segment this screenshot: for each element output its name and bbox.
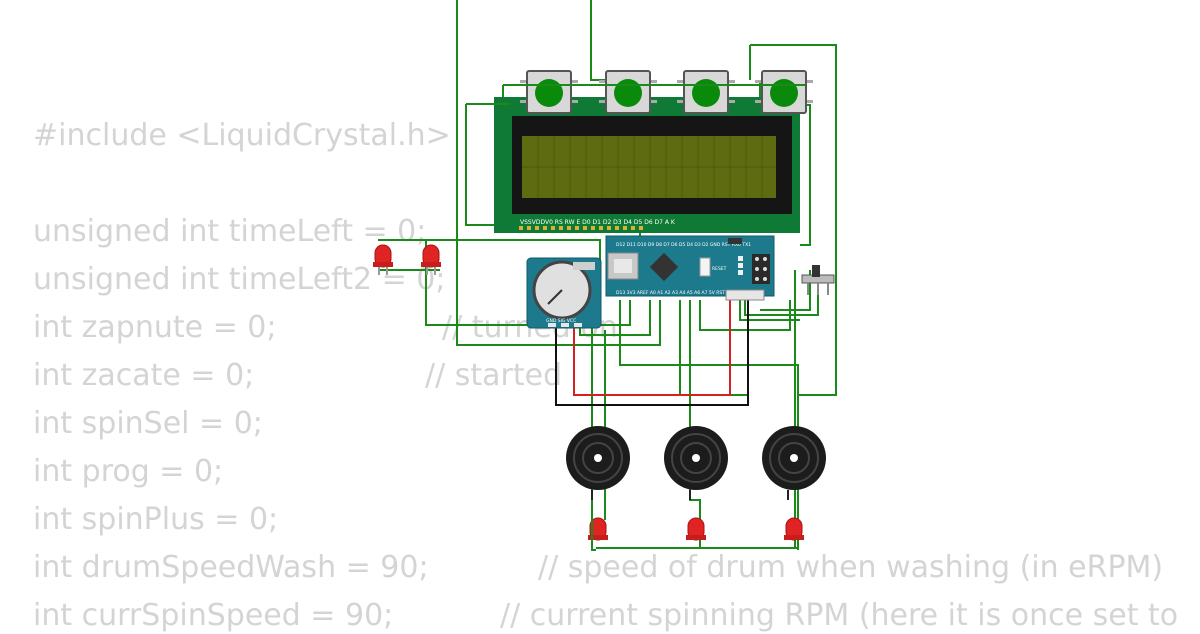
- code-line: int zacate = 0;: [33, 358, 255, 393]
- push-button-3[interactable]: [677, 70, 735, 114]
- code-line: unsigned int timeLeft2 = 0;: [33, 262, 446, 297]
- code-line: int prog = 0;: [33, 454, 224, 489]
- led-top-1: [373, 244, 393, 275]
- pot-pin-labels: GND SIG VCC: [546, 318, 576, 324]
- led-bottom-2: [686, 517, 706, 541]
- buzzer-3: [762, 426, 826, 500]
- nano-reset-label: RESET: [712, 266, 727, 272]
- arduino-nano: D12 D11 D10 D9 D8 D7 D6 D5 D4 D3 D2 GND …: [605, 235, 775, 301]
- nano-bottom-pin-labels: D13 3V3 AREF A0 A1 A2 A3 A4 A5 A6 A7 5V …: [616, 290, 746, 296]
- code-comment: // current spinning RPM (here it is once…: [500, 598, 1179, 633]
- wire-black: [555, 300, 749, 406]
- led-top-2: [421, 244, 441, 275]
- potentiometer[interactable]: GND SIG VCC: [526, 257, 602, 329]
- code-line: int drumSpeedWash = 90;: [33, 550, 429, 585]
- lcd-pin-labels: VSSVDDV0 RS RW E D0 D1 D2 D3 D4 D5 D6 D7…: [520, 219, 676, 226]
- led-bottom-1: [588, 517, 608, 541]
- code-line-include: #include <LiquidCrystal.h>: [33, 118, 451, 153]
- code-line: int spinPlus = 0;: [33, 502, 279, 537]
- push-button-2[interactable]: [599, 70, 657, 114]
- buzzer-1: [566, 426, 630, 500]
- slide-switch[interactable]: [801, 265, 835, 295]
- code-line: int zapnute = 0;: [33, 310, 277, 345]
- nano-top-pin-labels: D12 D11 D10 D9 D8 D7 D6 D5 D4 D3 D2 GND …: [616, 242, 751, 248]
- led-bottom-3: [784, 517, 804, 541]
- code-comment: // speed of drum when washing (in eRPM): [538, 550, 1164, 585]
- code-line: int spinSel = 0;: [33, 406, 263, 441]
- push-button-1[interactable]: [520, 70, 578, 114]
- wire-red: [573, 300, 731, 396]
- lcd-display: VSSVDDV0 RS RW E D0 D1 D2 D3 D4 D5 D6 D7…: [494, 97, 800, 233]
- code-line: int currSpinSpeed = 90;: [33, 598, 394, 633]
- code-comment: // started: [425, 358, 563, 393]
- push-button-4[interactable]: [755, 70, 813, 114]
- buzzer-2: [664, 426, 728, 500]
- code-line: unsigned int timeLeft = 0;: [33, 214, 427, 249]
